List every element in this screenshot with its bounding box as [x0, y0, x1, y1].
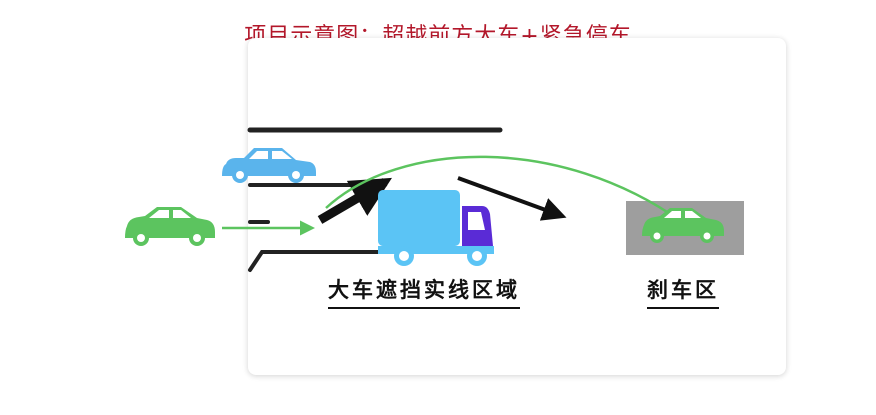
lane-line-solid: [248, 250, 382, 272]
ego-car-start-icon: [125, 207, 215, 246]
blocked-zone-label: 大车遮挡实线区域: [328, 274, 520, 309]
overtake-path: [325, 155, 685, 224]
ego-car-braking-icon: [642, 208, 724, 243]
brake-zone-label: 刹车区: [647, 274, 719, 309]
lane-change-arrow: [317, 177, 392, 224]
forward-arrow: [457, 176, 567, 221]
truck-icon: [378, 190, 494, 266]
blue-car-icon: [222, 148, 316, 183]
